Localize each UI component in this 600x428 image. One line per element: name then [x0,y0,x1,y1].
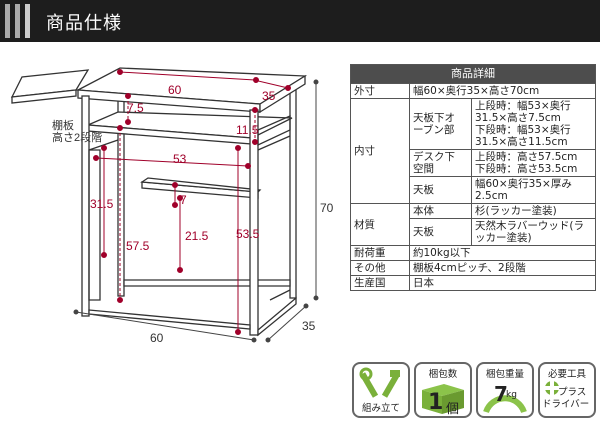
desk-under-sub: デスク下空間 [409,149,472,177]
inner-label: 内寸 [350,98,410,204]
origin-value: 日本 [409,275,596,291]
tools-badge: 必要工具 プラス ドライバー [538,362,596,418]
other-value: 棚板4cmピッチ、2段階 [409,260,596,276]
origin-label: 生産国 [350,275,410,291]
pack-weight-badge: 梱包重量 7 kg [476,362,534,418]
under-top-sub: 天板下オーブン部 [409,98,472,150]
body-sub: 本体 [409,203,472,219]
page-header: 商品仕様 [0,0,600,42]
page-title: 商品仕様 [46,13,122,34]
top-sub: 天板 [409,218,472,246]
load-label: 耐荷重 [350,245,410,261]
tools-line1: プラス [558,387,587,398]
dim-left-tall: 57.5 [126,239,150,253]
load-value: 約10kg以下 [409,245,596,261]
pack-count-title: 梱包数 [428,369,458,380]
pack-weight-value: 7 [494,382,508,406]
dim-base-depth: 35 [302,319,316,333]
scale-icon [483,395,527,414]
outer-label: 外寸 [350,83,410,99]
dim-drawer-gap: 7 [180,193,187,207]
dim-total-height: 70 [320,201,334,215]
dim-base-width: 60 [150,331,164,345]
pack-weight-title: 梱包重量 [485,369,524,380]
body-value: 杉(ラッカー塗装) [471,203,596,219]
pack-count-unit: 個 [446,402,460,417]
dim-right-tall: 53.5 [236,227,260,241]
tools-title: 必要工具 [547,369,586,380]
spec-table: 商品詳細 外寸 幅60×奥行35×高さ70cm 内寸 天板下オーブン部 上段時：… [350,64,596,291]
desk-dimension-diagram: 60 35 7.5 11.5 53 7 31.5 57.5 21.5 53.5 … [10,67,334,345]
shelf-label-line2: 高さ2段階 [52,130,102,144]
dim-upper-shelf: 11.5 [236,123,259,137]
outer-value: 幅60×奥行35×高さ70cm [409,83,596,99]
dim-left-side: 31.5 [90,197,114,211]
top-value: 天然木ラバーウッド(ラッカー塗装) [471,218,596,246]
pack-count-value: 1 [428,390,444,415]
other-label: その他 [350,260,410,276]
spec-caption: 商品詳細 [350,64,596,84]
assembly-text: 組み立て [361,403,400,414]
shelf-label-line1: 棚板 [52,118,74,132]
box-icon [422,384,464,414]
dim-upper-gap: 7.5 [127,101,144,115]
pack-count-badge: 梱包数 1 個 [414,362,472,418]
dim-top-width: 60 [168,83,182,97]
board-sub: 天板 [409,176,472,204]
material-label: 材質 [350,203,410,246]
dim-inner-width: 53 [173,152,187,166]
screwdriver-icon [545,381,559,395]
assembly-badge: 組み立て [352,362,410,418]
tools-line2: ドライバー [542,399,590,410]
dim-drawer-height: 21.5 [185,229,209,243]
pack-weight-unit: kg [506,390,517,400]
tools-icon [359,367,401,398]
dim-top-depth: 35 [262,89,276,103]
